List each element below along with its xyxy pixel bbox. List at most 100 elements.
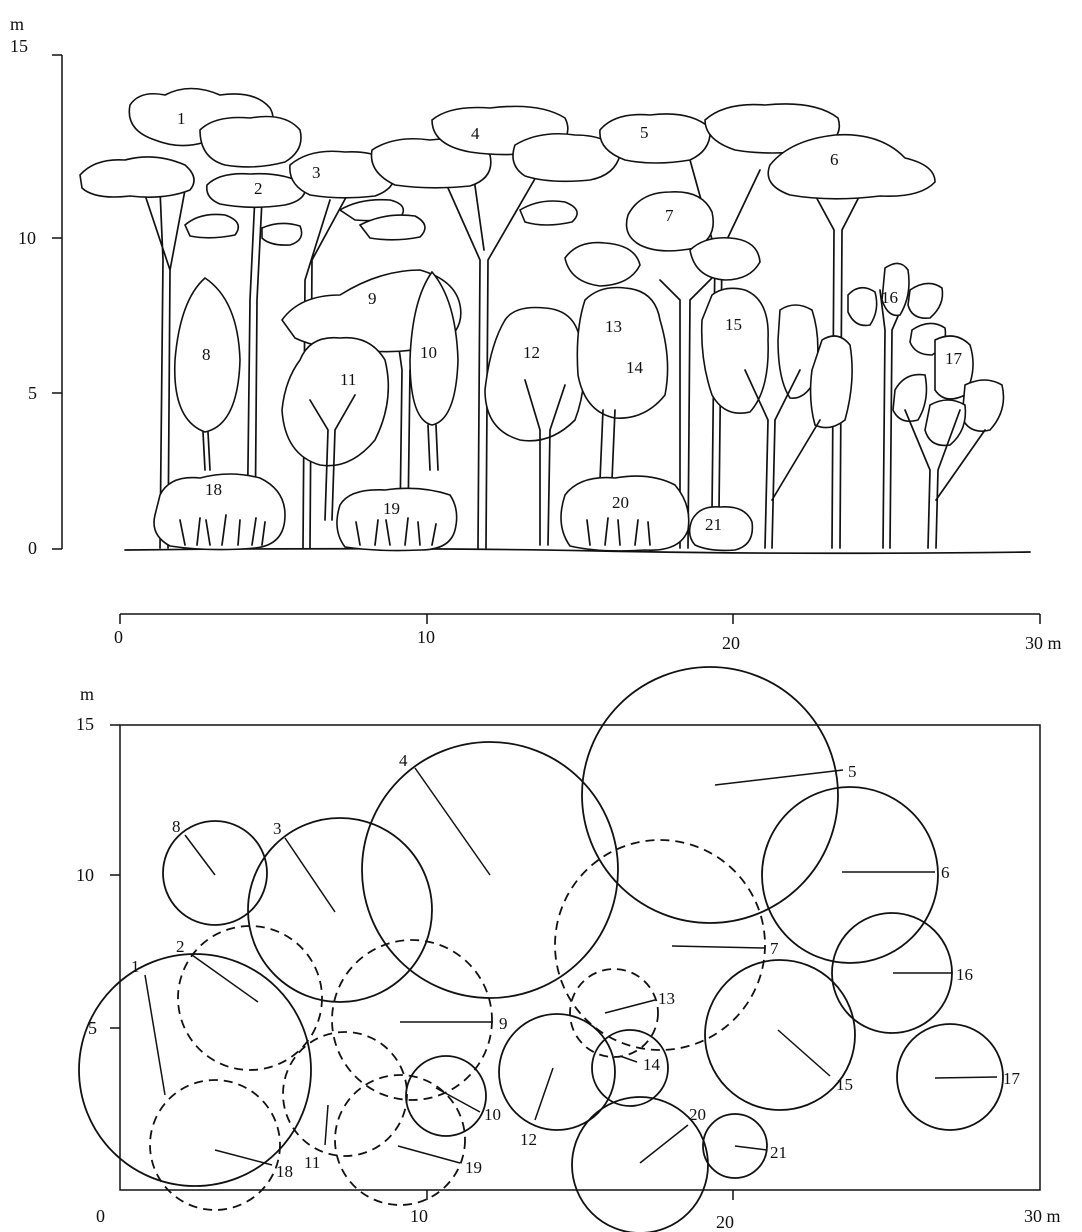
plan-crown-1	[79, 954, 311, 1186]
crown-5-left	[600, 114, 710, 163]
profile-y-label-5: 5	[28, 383, 37, 403]
profile-x-label-0: 0	[114, 627, 123, 647]
crown-16-c	[908, 283, 943, 318]
plan-crown-6	[762, 787, 938, 963]
profile-y-unit: m	[10, 14, 24, 34]
plan-label-21: 21	[770, 1143, 787, 1162]
leader-3	[285, 838, 335, 912]
leader-4	[415, 768, 490, 875]
leader-10	[436, 1088, 480, 1112]
profile-label-13: 13	[605, 317, 622, 336]
leader-15	[778, 1030, 830, 1076]
trunk-8	[203, 432, 210, 470]
profile-label-15: 15	[725, 315, 742, 334]
leader-14	[620, 1056, 637, 1062]
trunk-10	[428, 425, 438, 470]
plan-x-label-20: 20	[716, 1212, 734, 1232]
plan-label-13: 13	[658, 989, 675, 1008]
plan-crown-8	[163, 821, 267, 925]
profile-x-label-20: 20	[722, 633, 740, 653]
profile-label-19: 19	[383, 499, 400, 518]
leader-11	[325, 1105, 328, 1145]
profile-label-5: 5	[640, 123, 649, 142]
profile-label-18: 18	[205, 480, 222, 499]
crown-17-a	[893, 375, 926, 422]
plan-label-1: 1	[131, 957, 140, 976]
profile-view: m 15 10 5 0	[10, 14, 1062, 653]
profile-label-7: 7	[665, 206, 674, 225]
profile-y-label-0: 0	[28, 538, 37, 558]
leader-17	[935, 1077, 997, 1078]
profile-label-9: 9	[368, 289, 377, 308]
crown-13-14	[577, 288, 667, 419]
profile-label-3: 3	[312, 163, 321, 182]
profile-label-16: 16	[881, 288, 898, 307]
profile-y-label-10: 10	[18, 228, 36, 248]
profile-label-17: 17	[945, 349, 963, 368]
crown-1-lower	[80, 157, 194, 197]
leader-1	[145, 975, 165, 1095]
plan-crown-11	[283, 1032, 407, 1156]
plan-x-label-10: 10	[410, 1206, 428, 1226]
leader-21	[735, 1146, 767, 1150]
profile-label-20: 20	[612, 493, 629, 512]
profile-label-10: 10	[420, 343, 437, 362]
plan-label-19: 19	[465, 1158, 482, 1177]
shrub-layer	[154, 474, 752, 551]
leader-8	[185, 835, 215, 875]
plan-label-15: 15	[836, 1075, 853, 1094]
plan-origin-label: 0	[96, 1206, 105, 1226]
plan-label-17: 17	[1003, 1069, 1021, 1088]
plan-frame	[120, 725, 1040, 1190]
profile-label-14: 14	[626, 358, 644, 377]
profile-label-11: 11	[340, 370, 356, 389]
shrub-19	[337, 488, 457, 550]
plan-y-unit: m	[80, 684, 94, 704]
plan-label-5: 5	[848, 762, 857, 781]
trunk-13	[600, 410, 615, 480]
plan-crown-5	[582, 667, 838, 923]
plan-crown-3	[248, 818, 432, 1002]
plan-label-11: 11	[304, 1153, 320, 1172]
profile-label-12: 12	[523, 343, 540, 362]
profile-label-8: 8	[202, 345, 211, 364]
plan-label-7: 7	[770, 939, 779, 958]
profile-label-4: 4	[471, 124, 480, 143]
canopy-crowns	[80, 89, 935, 287]
plan-crown-19	[335, 1075, 465, 1205]
leader-5	[715, 770, 843, 785]
leader-2	[192, 955, 258, 1002]
profile-y-label-15: 15	[10, 36, 28, 56]
profile-x-label-30: 30 m	[1025, 633, 1062, 653]
plan-label-12: 12	[520, 1130, 537, 1149]
crown-12	[485, 308, 584, 441]
plan-view: m 15 10 5 0 10 20 30 m	[76, 667, 1061, 1232]
profile-label-2: 2	[254, 179, 263, 198]
plan-label-16: 16	[956, 965, 973, 984]
plan-label-2: 2	[176, 937, 185, 956]
plan-y-label-10: 10	[76, 865, 94, 885]
leader-20	[640, 1125, 688, 1163]
plan-label-9: 9	[499, 1014, 508, 1033]
crown-2-branch-b	[262, 223, 302, 245]
leader-18	[215, 1150, 272, 1165]
leader-13	[605, 1000, 655, 1013]
plan-label-20: 20	[689, 1105, 706, 1124]
leader-7	[672, 946, 765, 948]
plan-label-18: 18	[276, 1162, 293, 1181]
crown-16-b	[848, 288, 877, 326]
profile-x-label-10: 10	[417, 627, 435, 647]
plan-label-10: 10	[484, 1105, 501, 1124]
crown-17-d	[925, 400, 965, 445]
crown-2-upper	[200, 117, 301, 167]
plan-x-label-30: 30 m	[1024, 1206, 1061, 1226]
plan-crown-2	[178, 926, 322, 1070]
leader-19	[398, 1146, 460, 1163]
profile-label-21: 21	[705, 515, 722, 534]
plan-label-3: 3	[273, 819, 282, 838]
ground-line	[125, 549, 1030, 554]
plan-crown-7	[555, 840, 765, 1050]
plan-crown-10	[406, 1056, 486, 1136]
